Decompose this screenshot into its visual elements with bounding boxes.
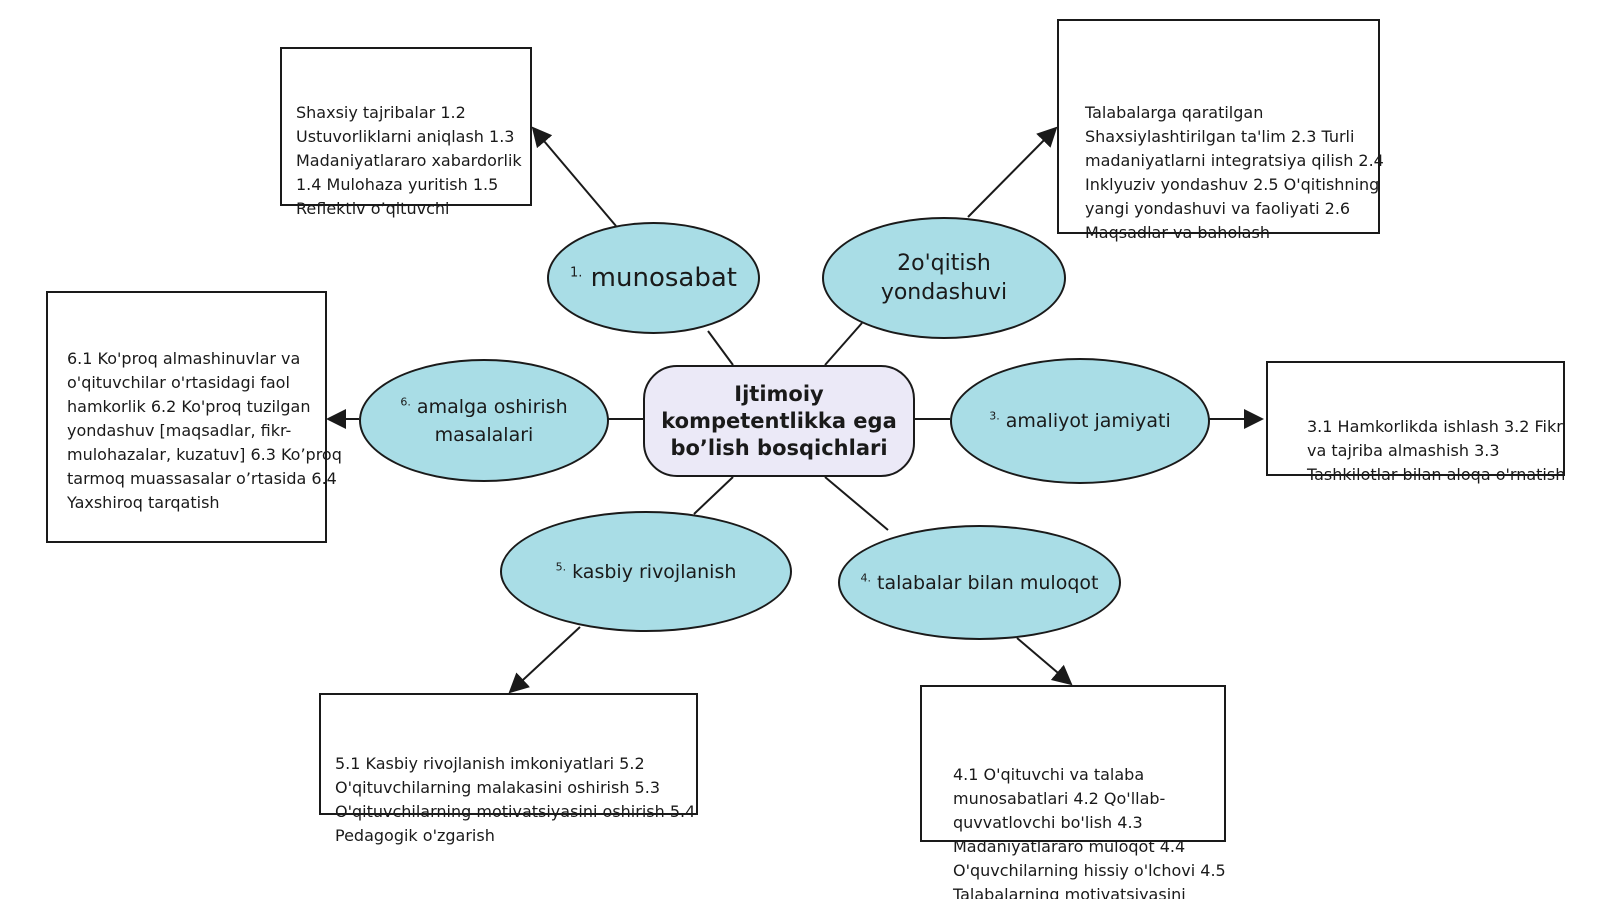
connector-center-n5 bbox=[693, 476, 734, 515]
node-2-number: 2 bbox=[897, 251, 912, 276]
node-6-label-line2: masalalari bbox=[434, 423, 534, 446]
node-2-label-line2: yondashuvi bbox=[880, 280, 1008, 305]
node-3-amaliyot-jamiyati: 3. amaliyot jamiyati bbox=[950, 358, 1210, 484]
node-5-kasbiy-rivojlanish: 5. kasbiy rivojlanish bbox=[500, 511, 792, 632]
box-1-text: Shaxsiy tajribalar 1.2 Ustuvorliklarni a… bbox=[296, 103, 522, 218]
connector-center-n2 bbox=[824, 322, 863, 366]
center-title-line2: kompetentlikka ega bbox=[661, 408, 897, 433]
box-2-frame bbox=[1057, 19, 1380, 234]
box-5-frame bbox=[319, 693, 698, 815]
arrow-n1-b1 bbox=[531, 126, 617, 227]
node-3-label: amaliyot jamiyati bbox=[1005, 410, 1171, 432]
node-1-number: 1. bbox=[570, 265, 583, 281]
box-4-text: 4.1 O'qituvchi va talaba munosabatlari 4… bbox=[953, 765, 1226, 899]
node-4-number: 4. bbox=[860, 571, 872, 585]
node-5-number: 5. bbox=[555, 560, 567, 574]
node-4-label: talabalar bilan muloqot bbox=[877, 571, 1099, 594]
box-1-frame bbox=[280, 47, 532, 206]
node-3-number: 3. bbox=[989, 409, 1000, 423]
node-5-label: kasbiy rivojlanish bbox=[572, 560, 737, 583]
box-6-text: 6.1 Ko'proq almashinuvlar va o'qituvchil… bbox=[67, 349, 342, 512]
node-2-label-line1: o'qitish bbox=[911, 251, 991, 276]
box-3-frame bbox=[1266, 361, 1565, 476]
arrow-n5-b5 bbox=[508, 626, 581, 694]
node-1-label: munosabat bbox=[590, 263, 737, 293]
center-title-line1: Ijtimoiy bbox=[734, 381, 824, 406]
node-2-oqitish-yondashuvi: 2o'qitish yondashuvi bbox=[822, 217, 1066, 339]
arrow-n4-b4 bbox=[1016, 637, 1073, 686]
node-6-number: 6. bbox=[400, 395, 411, 409]
node-1-munosabat: 1. munosabat bbox=[547, 222, 760, 334]
center-title-line3: bo’lish bosqichlari bbox=[670, 435, 888, 460]
node-4-talabalar-bilan-muloqot: 4. talabalar bilan muloqot bbox=[838, 525, 1121, 640]
box-3-text: 3.1 Hamkorlikda ishlash 3.2 Fikr va tajr… bbox=[1307, 417, 1566, 484]
connector-center-n4 bbox=[824, 476, 889, 531]
center-node: Ijtimoiy kompetentlikka ega bo’lish bosq… bbox=[643, 365, 915, 477]
arrow-n2-b2 bbox=[967, 126, 1058, 218]
node-6-label-line1: amalga oshirish bbox=[416, 395, 568, 418]
box-2-text: Talabalarga qaratilgan Shaxsiylashtirilg… bbox=[1085, 103, 1384, 242]
box-4-frame bbox=[920, 685, 1226, 842]
node-6-amalga-oshirish-masalalari: 6. amalga oshirish masalalari bbox=[359, 359, 609, 482]
box-6-frame bbox=[46, 291, 327, 543]
box-5-text: 5.1 Kasbiy rivojlanish imkoniyatlari 5.2… bbox=[335, 754, 696, 845]
connector-center-n1 bbox=[707, 330, 734, 366]
